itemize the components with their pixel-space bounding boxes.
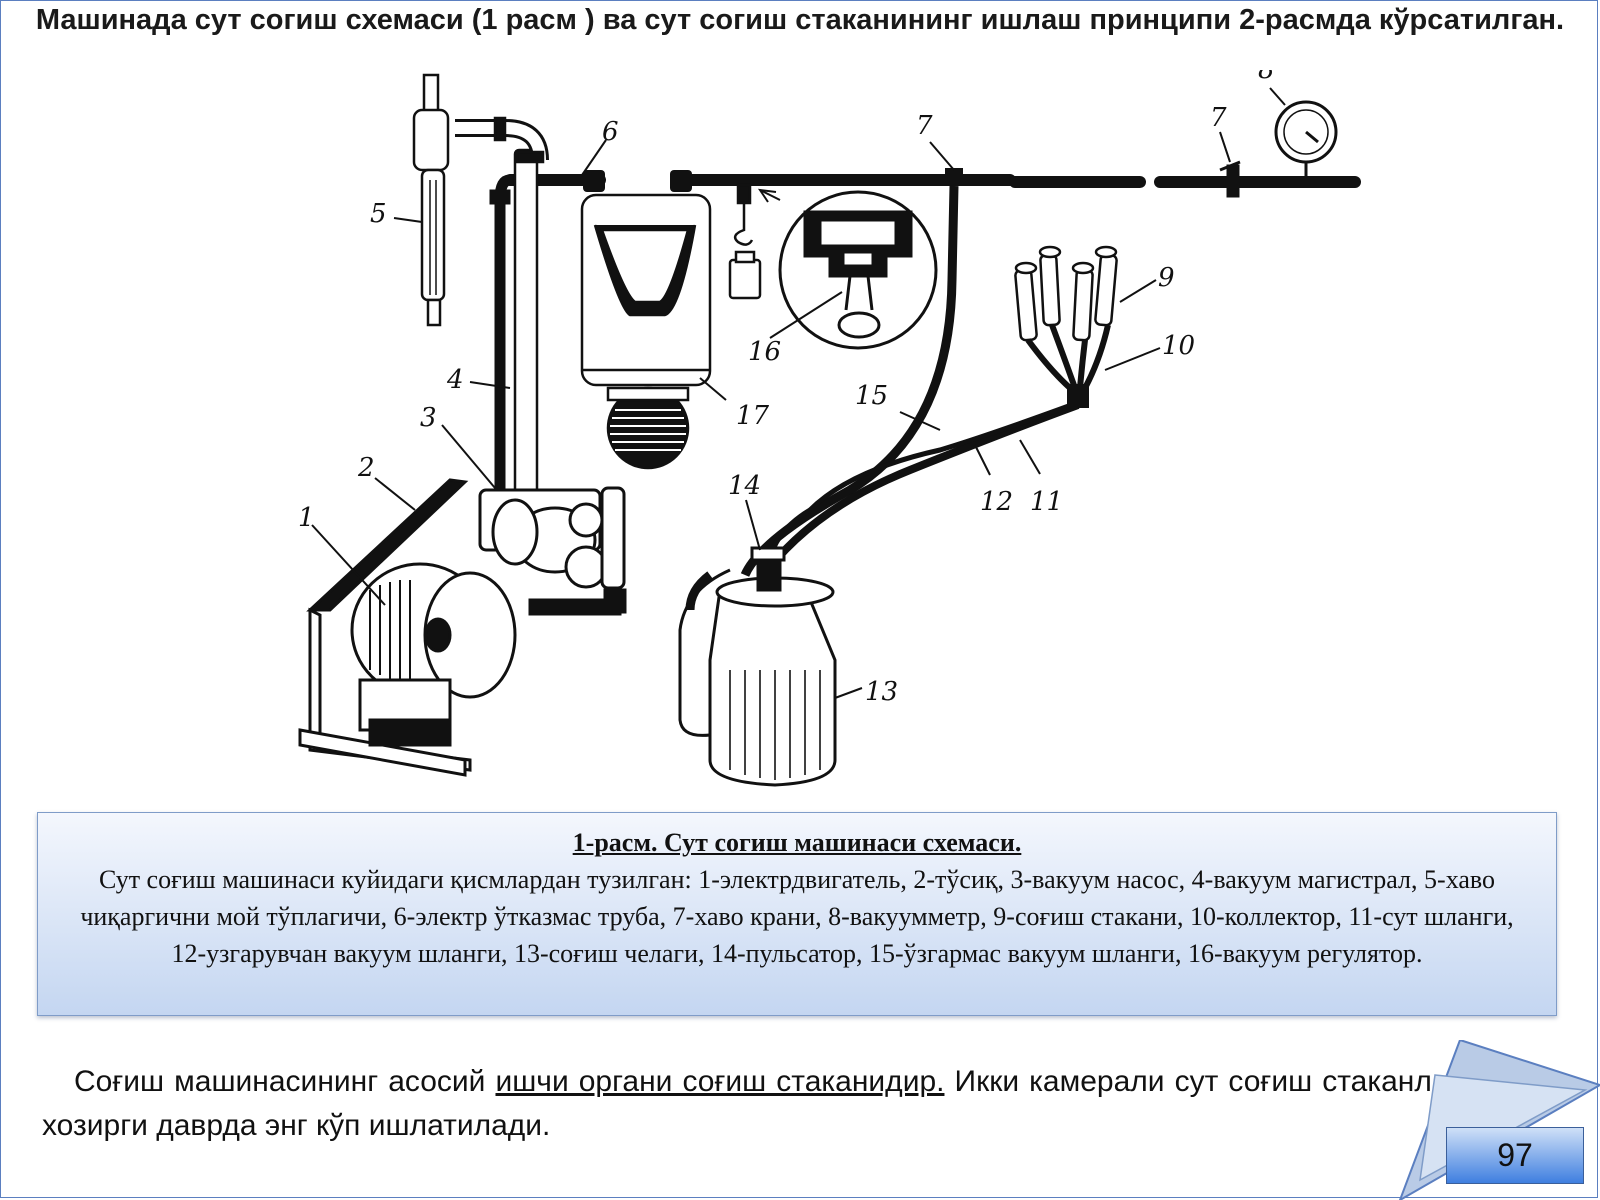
caption-title: 1-расм. Сут согиш машинаси схемаси. [572, 828, 1022, 857]
callout-label-2: 2 [357, 453, 375, 483]
leader-lines [311, 87, 1286, 699]
air-tap-left [945, 168, 963, 186]
figure-caption-box: 1-расм. Сут согиш машинаси схемаси. Сут … [37, 812, 1557, 1016]
vacuum-regulator [728, 183, 762, 300]
callout-label-8: 8 [1258, 70, 1275, 85]
callout-label-3: 3 [420, 403, 437, 433]
body-text-part1: Соғиш машинасининг асосий [74, 1065, 496, 1098]
callout-label-5: 5 [370, 199, 387, 229]
milking-pail [678, 546, 837, 787]
callout-labels: 1 2 3 4 5 6 7 7 8 9 10 11 12 13 14 15 16… [298, 55, 1275, 707]
callout-label-14: 14 [728, 471, 761, 501]
callout-label-10: 10 [1162, 331, 1195, 361]
callout-label-7-right: 7 [1210, 103, 1227, 133]
collector [1025, 323, 1111, 408]
callout-label-1: 1 [298, 503, 315, 533]
callout-label-7-left: 7 [916, 111, 933, 141]
callout-label-16: 16 [748, 337, 781, 367]
regulator-detail-zoom [757, 188, 938, 350]
callout-label-12: 12 [980, 487, 1013, 517]
callout-label-4: 4 [446, 365, 464, 395]
slide-title: Машинада сут согиш схемаси (1 расм ) ва … [35, 4, 1565, 36]
callout-label-11: 11 [1030, 487, 1063, 517]
body-text-part2: Икки камерали сут соғиш стаканлари хозир… [42, 1065, 1482, 1142]
variable-vacuum-hose [808, 397, 1086, 512]
pump-unit [298, 478, 627, 777]
page-number: 97 [1446, 1127, 1584, 1184]
body-text-underlined: ишчи органи соғиш стаканидир. [495, 1065, 945, 1098]
callout-label-15: 15 [855, 381, 888, 411]
regulator-cylinder [580, 193, 712, 470]
oil-collector [412, 73, 450, 327]
caption-body: Сут соғиш машинаси куйидаги қисмлардан т… [80, 865, 1514, 968]
vacuum-gauge [1274, 100, 1338, 178]
callout-label-6: 6 [602, 117, 619, 147]
teat-cups [1014, 245, 1118, 342]
callout-label-9: 9 [1158, 263, 1175, 293]
callout-label-13: 13 [865, 677, 898, 707]
air-tap-right [1219, 160, 1241, 198]
callout-label-17: 17 [736, 401, 770, 431]
milking-machine-diagram: 1 2 3 4 5 6 7 7 8 9 10 11 12 13 14 15 16… [290, 55, 1400, 800]
riser-pipe [455, 116, 549, 542]
body-paragraph: Соғиш машинасининг асосий ишчи органи со… [42, 1060, 1482, 1148]
milk-hose [756, 401, 1080, 583]
